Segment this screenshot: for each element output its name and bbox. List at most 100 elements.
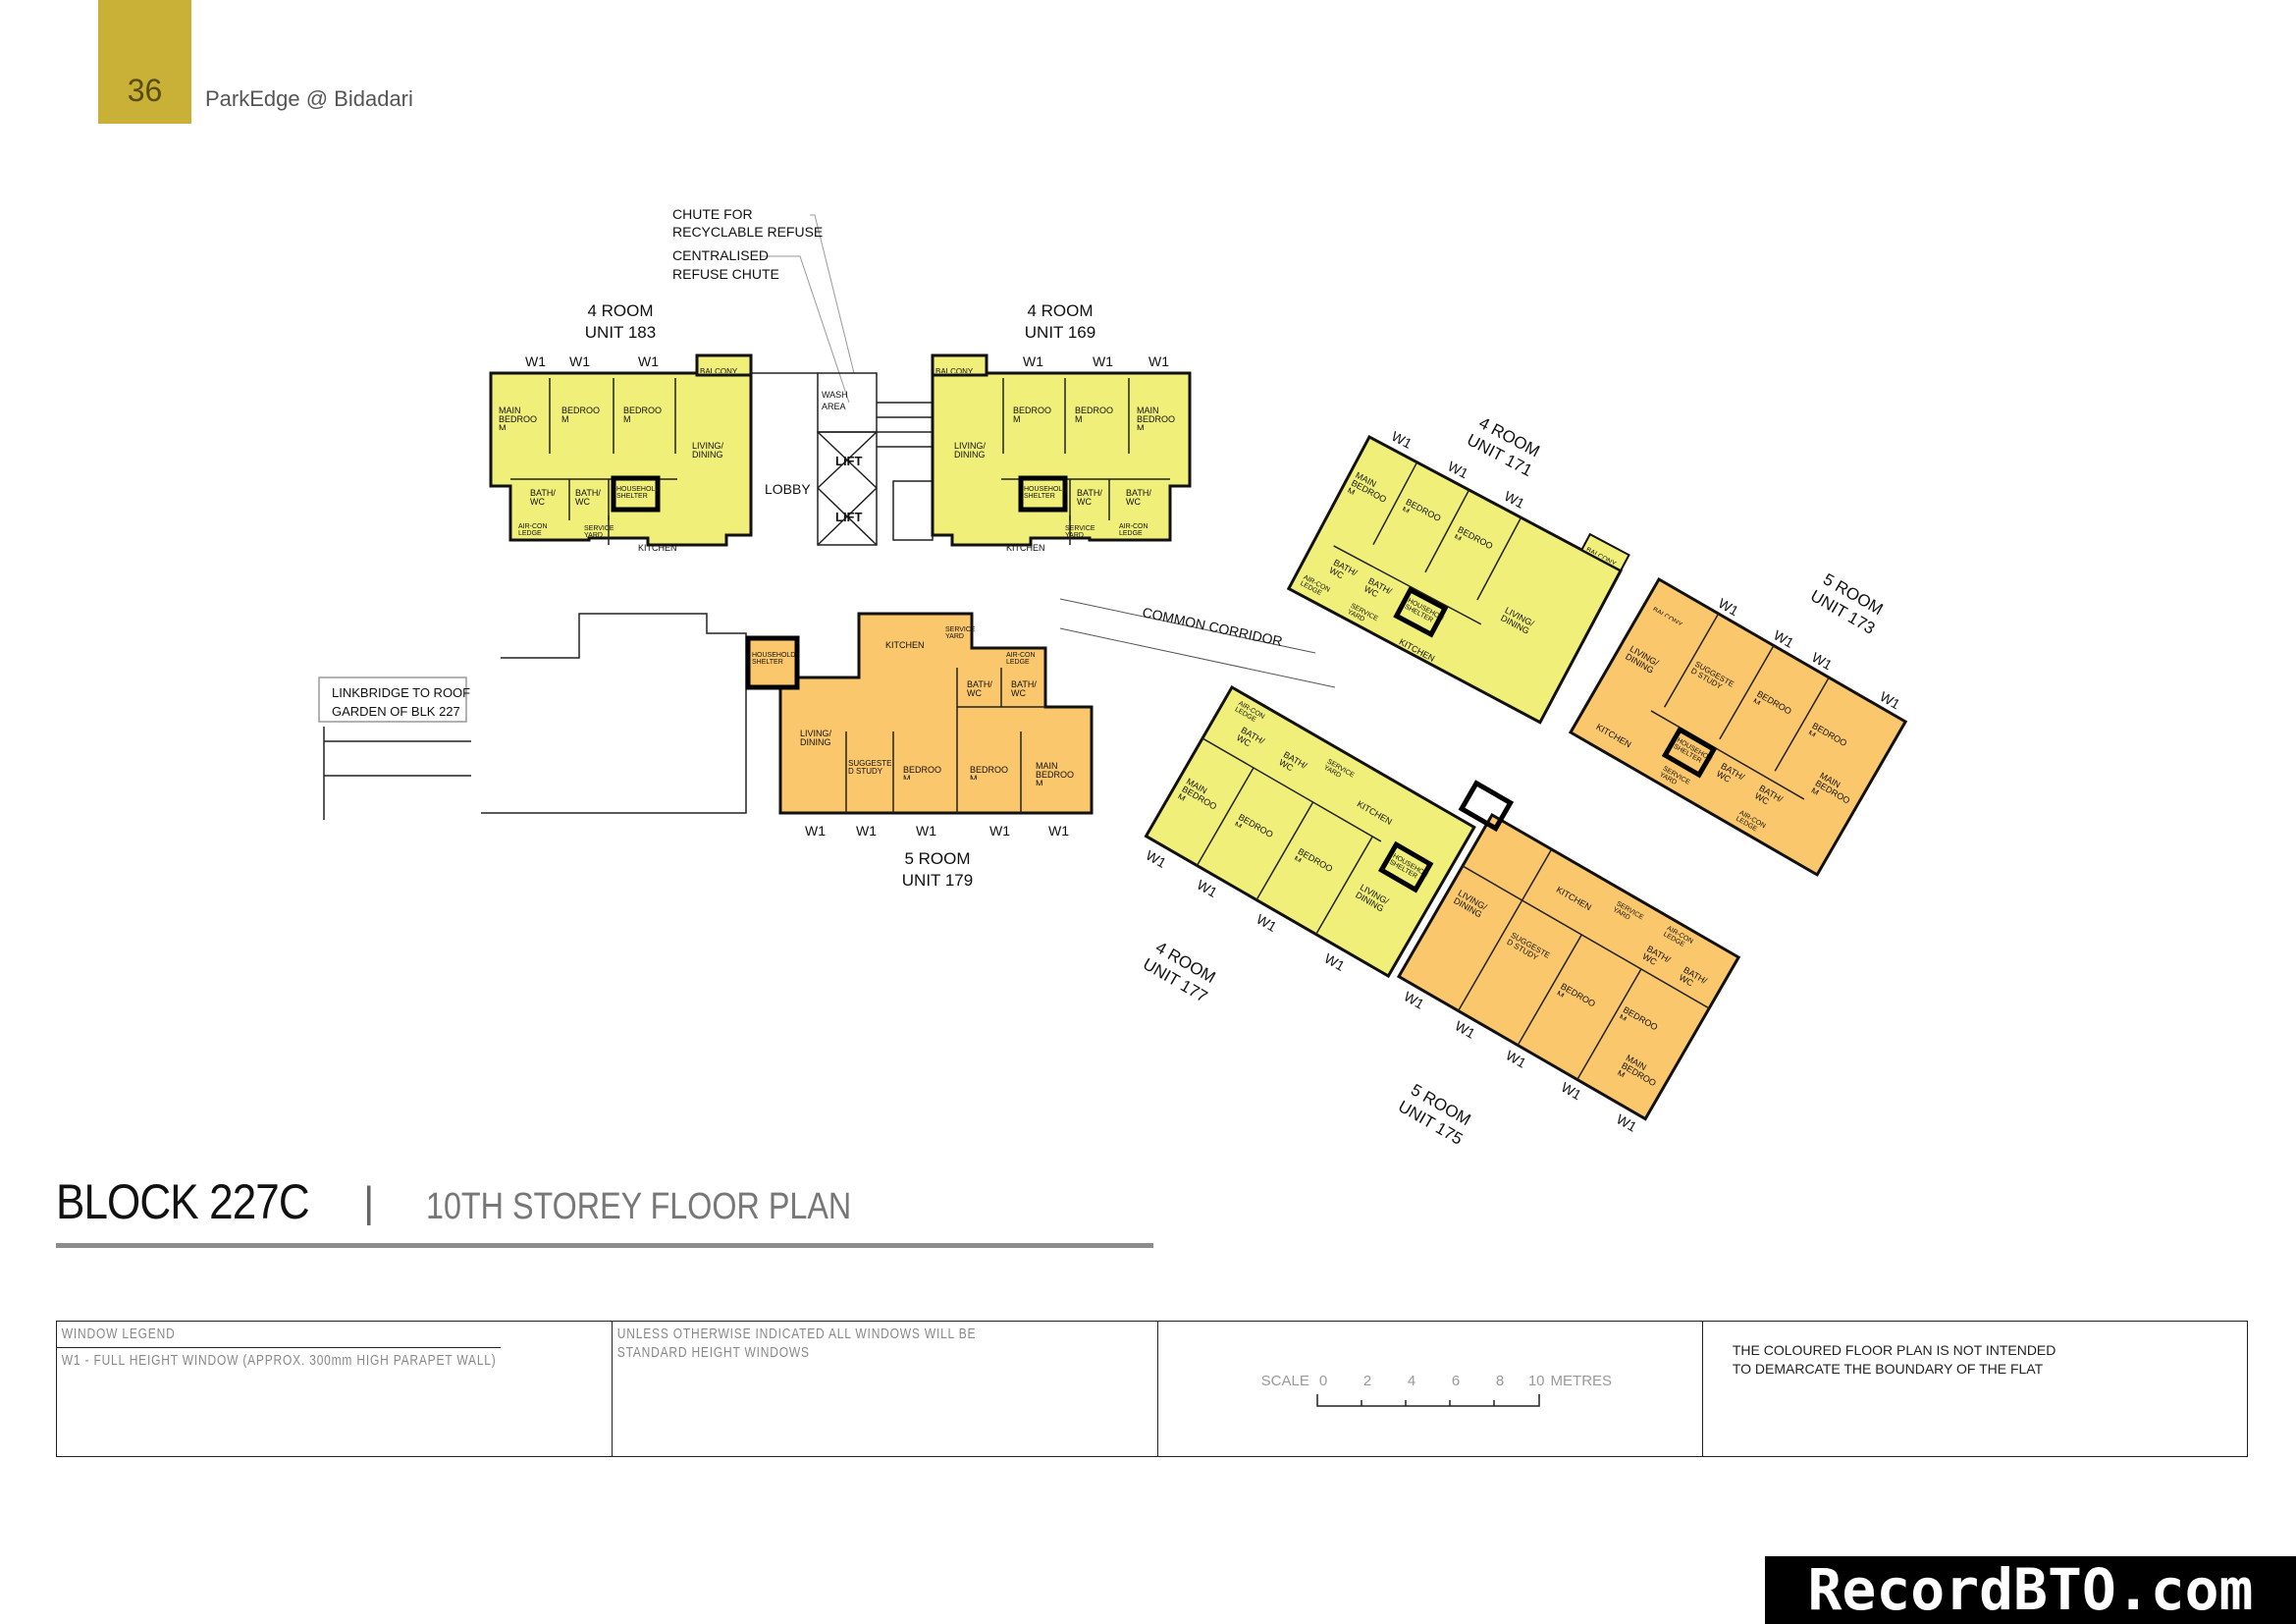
chute-recyclable-label: CHUTE FOR bbox=[672, 206, 753, 222]
scale-tick: 6 bbox=[1451, 1373, 1461, 1389]
room-bedroom: BEDROOM bbox=[623, 406, 663, 424]
room-balcony: BALCONY bbox=[700, 367, 738, 374]
linkbridge bbox=[318, 613, 747, 820]
room-service-yard: SERVICE YARD bbox=[584, 525, 614, 539]
window-label: W1 bbox=[638, 353, 659, 369]
floor-plan: CHUTE FOR RECYCLABLE REFUSE CENTRALISED … bbox=[318, 206, 1908, 1149]
room-main-bedroom: MAIN BEDROOM bbox=[1036, 762, 1075, 785]
window-label: W1 bbox=[1322, 950, 1348, 974]
room-service-yard: SERVICE YARD bbox=[1065, 525, 1095, 539]
scale-bar: SCALE 0 2 4 6 8 10 METRES bbox=[1261, 1373, 1612, 1389]
scale-tick: 4 bbox=[1407, 1373, 1416, 1389]
window-label: W1 bbox=[525, 353, 546, 369]
room-living-dining: LIVING/ DINING bbox=[800, 730, 832, 747]
room-bath: BATH/ WC bbox=[1011, 680, 1037, 698]
title-separator: | bbox=[363, 1178, 375, 1226]
disclaimer-line-2: TO DEMARCATE THE BOUNDARY OF THE FLAT bbox=[1732, 1361, 2044, 1377]
chute-recyclable-label-2: RECYCLABLE REFUSE bbox=[672, 224, 823, 240]
window-note-line-1: UNLESS OTHERWISE INDICATED ALL WINDOWS W… bbox=[617, 1326, 977, 1342]
unit-number: UNIT 179 bbox=[902, 871, 973, 890]
room-study: SUGGESTED STUDY bbox=[848, 760, 892, 776]
refuse-chute-label-2: REFUSE CHUTE bbox=[672, 266, 779, 282]
room-shelter: HOUSEHOLD SHELTER bbox=[752, 652, 795, 666]
room-bath: BATH/ WC bbox=[1077, 489, 1102, 507]
chute-callouts bbox=[761, 214, 855, 404]
room-aircon-ledge: AIR-CON LEDGE bbox=[1119, 523, 1148, 537]
unit-171: MAIN BEDROOM BEDROOM BEDROOM LIVING/ DIN… bbox=[1286, 428, 1630, 725]
common-corridor-label: COMMON CORRIDOR bbox=[1141, 604, 1284, 649]
window-label: W1 bbox=[805, 823, 826, 839]
room-bath: BATH/ WC bbox=[530, 489, 556, 507]
project-name: ParkEdge @ Bidadari bbox=[205, 86, 413, 111]
window-note-cell: UNLESS OTHERWISE INDICATED ALL WINDOWS W… bbox=[613, 1322, 1158, 1456]
window-label: W1 bbox=[1093, 353, 1113, 369]
common-corridor bbox=[1059, 598, 1336, 688]
scale-unit: METRES bbox=[1550, 1373, 1613, 1389]
scale-tick: 10 bbox=[1527, 1373, 1545, 1389]
window-label: W1 bbox=[1023, 353, 1043, 369]
unit-175-title: 5 ROOM UNIT 175 bbox=[1395, 1080, 1473, 1149]
window-label: W1 bbox=[1254, 911, 1279, 935]
unit-173-title: 5 ROOM UNIT 173 bbox=[1807, 569, 1886, 638]
room-living-dining: LIVING/ DINING bbox=[954, 442, 987, 460]
room-shelter: HOUSEHOLD SHELTER bbox=[616, 486, 660, 500]
lift-label: LIFT bbox=[835, 454, 862, 468]
watermark: RecordBTO.com bbox=[1765, 1556, 2296, 1624]
room-main-bedroom: MAIN BEDROOM bbox=[499, 406, 538, 430]
unit-183: 4 ROOM UNIT 183 W1 W1 W1 MAIN BEDROOM BE… bbox=[489, 301, 753, 553]
wash-area-label: WASH bbox=[822, 390, 848, 400]
window-legend-heading: WINDOW LEGEND bbox=[57, 1322, 502, 1348]
scale-label: SCALE bbox=[1260, 1373, 1309, 1389]
room-bath: BATH/ WC bbox=[967, 680, 992, 698]
window-legend-w1: W1 - FULL HEIGHT WINDOW (APPROX. 300mm H… bbox=[61, 1352, 497, 1369]
unit-179: KITCHEN SERVICE YARD AIR-CON LEDGE HOUSE… bbox=[745, 612, 1094, 890]
disclaimer-cell: THE COLOURED FLOOR PLAN IS NOT INTENDED … bbox=[1703, 1322, 2247, 1456]
title-underline bbox=[56, 1243, 1153, 1248]
lift-label: LIFT bbox=[835, 510, 862, 524]
block-title: BLOCK 227C bbox=[56, 1174, 310, 1229]
window-label: W1 bbox=[989, 823, 1010, 839]
room-aircon-ledge: AIR-CON LEDGE bbox=[1006, 652, 1036, 666]
room-living-dining: LIVING/ DINING bbox=[692, 442, 724, 460]
linkbridge-label-2: GARDEN OF BLK 227 bbox=[332, 704, 460, 719]
window-label: W1 bbox=[569, 353, 590, 369]
room-kitchen: KITCHEN bbox=[1006, 543, 1045, 553]
scale-tick: 2 bbox=[1362, 1373, 1372, 1389]
scale-ruler bbox=[1315, 1394, 1540, 1407]
room-bath: BATH/ WC bbox=[1126, 489, 1151, 507]
unit-175: KITCHEN SERVICE YARD AIR-CON LEDGE BATH/… bbox=[1396, 780, 1741, 1135]
unit-number: UNIT 169 bbox=[1025, 323, 1095, 342]
lobby-label: LOBBY bbox=[765, 481, 811, 497]
unit-type: 4 ROOM bbox=[587, 301, 653, 320]
room-bedroom: BEDROOM bbox=[970, 766, 1009, 780]
room-main-bedroom: MAIN BEDROOM bbox=[1137, 406, 1176, 430]
unit-173: BALCONY LIVING/ DINING SUGGESTED STUDY B… bbox=[1568, 576, 1908, 877]
room-bath: BATH/ WC bbox=[575, 489, 601, 507]
disclaimer-line-1: THE COLOURED FLOOR PLAN IS NOT INTENDED bbox=[1732, 1342, 2056, 1358]
window-label: W1 bbox=[1144, 847, 1169, 871]
refuse-chute-label: CENTRALISED bbox=[672, 247, 769, 263]
unit-number: UNIT 183 bbox=[585, 323, 656, 342]
room-kitchen: KITCHEN bbox=[885, 640, 925, 650]
window-legend-cell: WINDOW LEGEND W1 - FULL HEIGHT WINDOW (A… bbox=[57, 1322, 614, 1456]
unit-169: 4 ROOM UNIT 169 W1 W1 W1 LIVING/ DINING … bbox=[931, 301, 1192, 553]
room-bedroom: BEDROOM bbox=[561, 406, 601, 424]
room-aircon-ledge: AIR-CON LEDGE bbox=[518, 523, 548, 537]
scale-tick: 8 bbox=[1495, 1373, 1505, 1389]
scale-cell: SCALE 0 2 4 6 8 10 METRES bbox=[1158, 1322, 1703, 1456]
window-label: W1 bbox=[1148, 353, 1169, 369]
room-service-yard: SERVICE YARD bbox=[945, 626, 976, 640]
window-label: W1 bbox=[1195, 877, 1220, 900]
window-label: W1 bbox=[1048, 823, 1069, 839]
unit-type: 4 ROOM bbox=[1027, 301, 1093, 320]
scale-tick: 0 bbox=[1318, 1373, 1328, 1389]
unit-177-title: 4 ROOM UNIT 177 bbox=[1140, 938, 1218, 1006]
unit-171-title: 4 ROOM UNIT 171 bbox=[1464, 413, 1542, 480]
unit-type: 5 ROOM bbox=[904, 849, 970, 868]
page-number-tab bbox=[98, 0, 191, 124]
room-kitchen: KITCHEN bbox=[638, 543, 677, 553]
linkbridge-label: LINKBRIDGE TO ROOF bbox=[332, 685, 470, 700]
wash-area-label-2: AREA bbox=[822, 402, 846, 411]
legend-table: WINDOW LEGEND W1 - FULL HEIGHT WINDOW (A… bbox=[56, 1321, 2248, 1457]
room-bedroom: BEDROOM bbox=[1075, 406, 1114, 424]
